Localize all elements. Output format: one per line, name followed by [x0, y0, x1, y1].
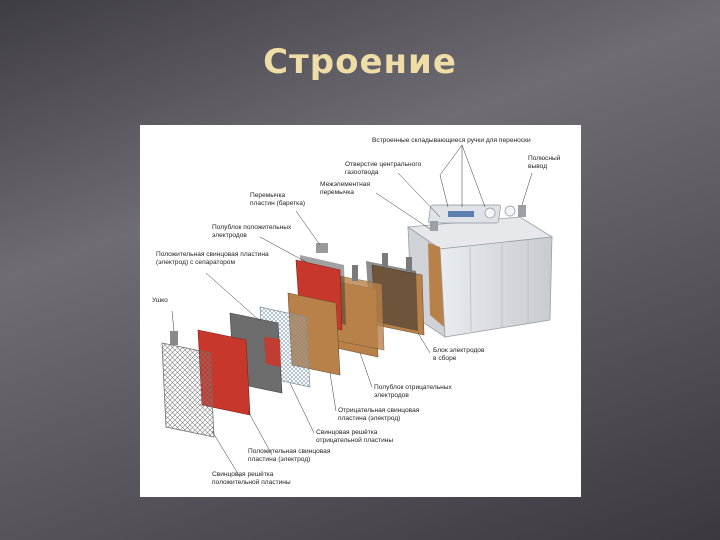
plate-strap [316, 243, 328, 253]
positive-grid [161, 331, 215, 438]
label-positive-plate-with-separator: Положительная свинцовая пластина (электр… [156, 251, 269, 266]
label-terminal: Полюсный вывод [528, 155, 561, 170]
label-negative-half-block: Полублок отрицательных электродов [374, 384, 452, 399]
label-positive-half-block: Полублок положительных электродов [212, 224, 292, 239]
label-plate-strap: Перемычка пластин (баретка) [250, 192, 306, 207]
terminal-post [518, 205, 526, 217]
negative-half-block [327, 265, 385, 358]
label-negative-grid: Свинцовая решётка отрицательной пластины [316, 429, 394, 444]
lug [170, 331, 178, 345]
label-cell-connector: Межэлементная перемычка [320, 181, 371, 196]
label-negative-plate: Отрицательная свинцовая пластина (электр… [338, 407, 420, 422]
case-cutaway-electrodes [428, 243, 444, 327]
label-positive-plate: Положительная свинцовая пластина (электр… [248, 448, 331, 463]
battery-case [406, 204, 554, 338]
label-handles: Встроенные складывающиеся ручки для пере… [372, 137, 531, 144]
leader-lines [171, 144, 533, 478]
label-lug: Ушко [152, 297, 168, 304]
slide-title: Строение [263, 42, 457, 82]
battery-structure-figure: Встроенные складывающиеся ручки для пере… [140, 125, 581, 497]
battery-exploded-diagram [161, 144, 554, 478]
label-gas-vent: Отверстие центрального газоотвода [345, 161, 422, 176]
label-positive-grid: Свинцовая решётка положительной пластины [212, 471, 291, 486]
label-electrode-block: Блок электродов в сборе [433, 347, 485, 362]
